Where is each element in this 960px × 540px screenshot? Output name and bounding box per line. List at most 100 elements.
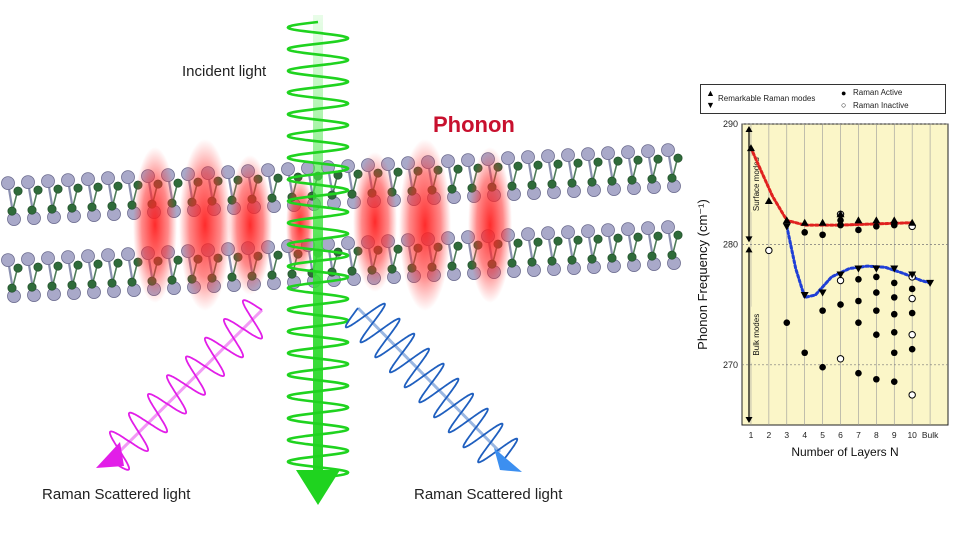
lattice-atom (673, 153, 683, 163)
triangle-up-icon: ▲ (706, 88, 715, 98)
lattice-atom (541, 149, 555, 164)
y-tick-label: 290 (723, 119, 738, 129)
phonon-glow (353, 152, 397, 292)
phonon-glow (133, 147, 177, 303)
incident-light-label: Incident light (182, 63, 267, 80)
triangle-down-icon: ▼ (706, 100, 715, 110)
data-point-triangle-up (764, 197, 773, 205)
lattice-atom (121, 247, 135, 262)
data-point-active (890, 328, 898, 336)
data-point-active (908, 285, 916, 293)
lattice-atom (41, 174, 55, 189)
lattice-atom (567, 178, 577, 188)
lattice-atom (613, 233, 623, 243)
lattice-atom (341, 236, 355, 251)
right-arrowhead (494, 448, 522, 472)
data-point-triangle-down (800, 291, 809, 299)
lattice-atom (641, 144, 655, 159)
lattice-atom (573, 235, 583, 245)
lattice-atom (33, 185, 43, 195)
lattice-atom (53, 261, 63, 271)
lattice-atom (113, 258, 123, 268)
lattice-atom (67, 280, 77, 290)
data-point-inactive (908, 331, 916, 339)
x-tick-label: Bulk (922, 430, 939, 440)
x-tick-label: 3 (784, 430, 789, 440)
lattice-atom (581, 147, 595, 162)
lattice-atom (27, 205, 37, 215)
data-point-inactive (765, 246, 773, 255)
legend-active: Raman Active (853, 88, 903, 97)
data-point-active (783, 319, 791, 326)
lattice-atom (547, 179, 557, 189)
lattice-atom (273, 250, 283, 260)
region-arrowhead (745, 126, 753, 132)
lattice-atom (607, 253, 617, 263)
right-beam (356, 306, 502, 454)
lattice-atom (447, 261, 457, 271)
lattice-atom (7, 283, 17, 293)
data-point-active (873, 375, 880, 383)
lattice-atom (653, 231, 663, 241)
lattice-atom (527, 257, 537, 267)
lattice-atom (541, 226, 555, 241)
lattice-atom (121, 170, 135, 185)
lattice-atom (627, 252, 637, 262)
lattice-atom (601, 146, 615, 161)
x-tick-label: 6 (838, 430, 843, 440)
lattice-atom (461, 153, 475, 168)
lattice-atom (101, 248, 115, 263)
lattice-atom (633, 155, 643, 165)
lattice-atom (1, 253, 15, 268)
region-label-bg (751, 306, 761, 363)
lattice-atom (173, 178, 183, 188)
y-tick-label: 270 (723, 360, 738, 370)
lattice-atom (661, 220, 675, 235)
lattice-atom (621, 222, 635, 237)
x-tick-label: 1 (749, 430, 754, 440)
data-point-active (890, 349, 898, 357)
region-arrowhead (745, 236, 753, 243)
incident-wave (286, 20, 350, 480)
data-point-triangle-up (800, 218, 809, 226)
data-point-active (855, 276, 862, 283)
lattice-atom (587, 177, 597, 187)
legend-inactive: Raman Inactive (853, 101, 909, 110)
lattice-atom (667, 250, 677, 260)
data-point-inactive (908, 294, 916, 303)
lattice-atom (7, 206, 17, 216)
lattice-atom (27, 282, 37, 292)
x-tick-label: 10 (907, 430, 917, 440)
lattice-atom (21, 175, 35, 190)
data-point-triangle-up (890, 216, 899, 224)
region-label: Bulk modes (752, 314, 761, 356)
lattice-atom (573, 158, 583, 168)
data-point-active (819, 307, 826, 314)
lattice-atom (267, 270, 277, 280)
data-point-triangle-down (926, 279, 935, 287)
data-point-triangle-up (908, 218, 917, 226)
lattice-atom (107, 201, 117, 211)
lattice-atom (73, 260, 83, 270)
phonon-glow (399, 139, 451, 311)
lattice-atom (21, 252, 35, 267)
data-point-triangle-up (836, 210, 845, 218)
lattice-atom (613, 156, 623, 166)
data-point-triangle-up (818, 218, 827, 226)
data-point-active (873, 307, 880, 314)
data-point-active (908, 309, 916, 317)
data-point-triangle-down (782, 223, 791, 231)
lattice-atom (87, 279, 97, 289)
lattice-atom (61, 250, 75, 265)
lattice-atom (667, 173, 677, 183)
raman-scattered-right-label: Raman Scattered light (414, 486, 563, 503)
lattice-atom (1, 176, 15, 191)
data-point-active (855, 369, 862, 377)
lattice-atom (533, 237, 543, 247)
data-point-active (873, 273, 880, 281)
data-point-triangle-down (818, 289, 827, 297)
lattice-atom (553, 159, 563, 169)
lattice-atom (647, 174, 657, 184)
lattice-atom (101, 171, 115, 186)
